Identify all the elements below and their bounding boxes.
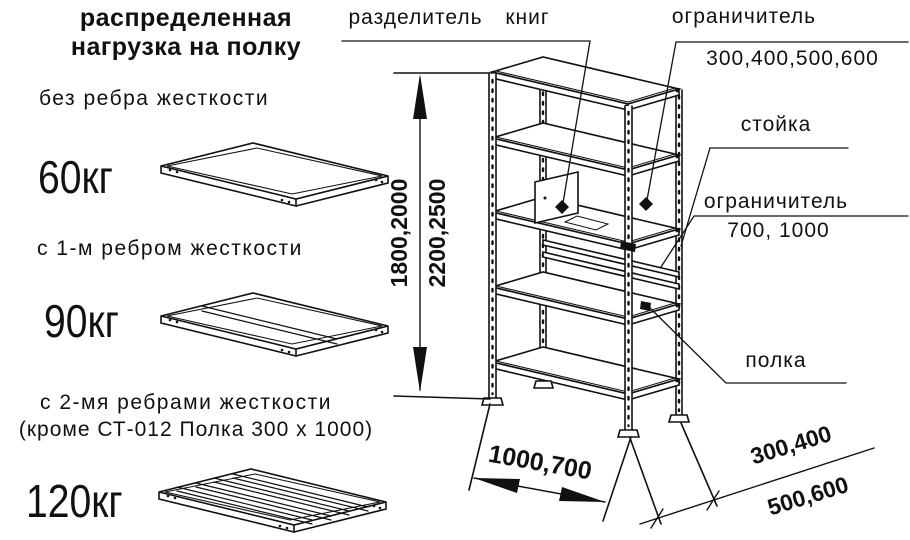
- page-title: распределенная нагрузка на полку: [40, 4, 332, 62]
- depth-dimension: [629, 422, 875, 529]
- callout-post-label: стойка: [740, 113, 812, 136]
- load-120kg-label: 120кг: [26, 475, 123, 527]
- callout-stop-large-sizes: 700, 1000: [727, 219, 830, 242]
- dim-height-b: 2200,2500: [423, 178, 450, 288]
- shelf-marker: [640, 301, 651, 311]
- callout-stop-large-label: ограничитель: [703, 190, 849, 213]
- markers: [555, 197, 653, 311]
- limiter-bars: [542, 238, 680, 291]
- book-divider-plate: [534, 170, 610, 231]
- load-section-3-condition: с 2-мя ребрами жесткости: [40, 391, 332, 414]
- divider-marker: [555, 200, 569, 214]
- leader-lines: [341, 40, 909, 384]
- load-section-3-note: (кроме СТ-012 Полка 300 х 1000): [18, 418, 374, 441]
- post-feet: [480, 380, 691, 438]
- height-dimension: [393, 72, 491, 400]
- post-junction-marker: [620, 241, 636, 252]
- load-60kg-label: 60кг: [38, 151, 113, 203]
- rack-shelves: [488, 56, 683, 402]
- shelf-icon-one-rib: [160, 292, 389, 358]
- callout-divider-label: разделитель книг: [348, 6, 550, 29]
- load-section-1-condition: без ребра жесткости: [39, 87, 270, 110]
- stop-small-marker: [639, 197, 653, 211]
- shelf-icon-flat: [160, 142, 389, 208]
- title-line-1: распределенная: [79, 4, 293, 32]
- load-90kg-label: 90кг: [44, 295, 119, 347]
- callout-stop-small-label: ограничитель: [671, 5, 817, 28]
- front-posts: [488, 73, 633, 431]
- shelf-icon-two-ribs: [158, 468, 387, 534]
- rack-drawing: [480, 56, 691, 438]
- callout-stop-small-sizes: 300,400,500,600: [706, 47, 879, 70]
- width-dimension: [468, 403, 632, 522]
- title-line-2: нагрузка на полку: [70, 33, 302, 61]
- callout-shelf-label: полка: [745, 349, 807, 372]
- dim-height-a: 1800,2000: [385, 178, 412, 288]
- load-section-2-condition: с 1-м ребром жесткости: [37, 237, 303, 260]
